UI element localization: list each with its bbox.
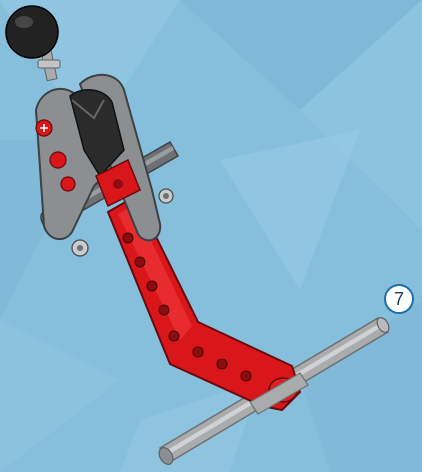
step-number-badge: 7 (384, 284, 414, 314)
